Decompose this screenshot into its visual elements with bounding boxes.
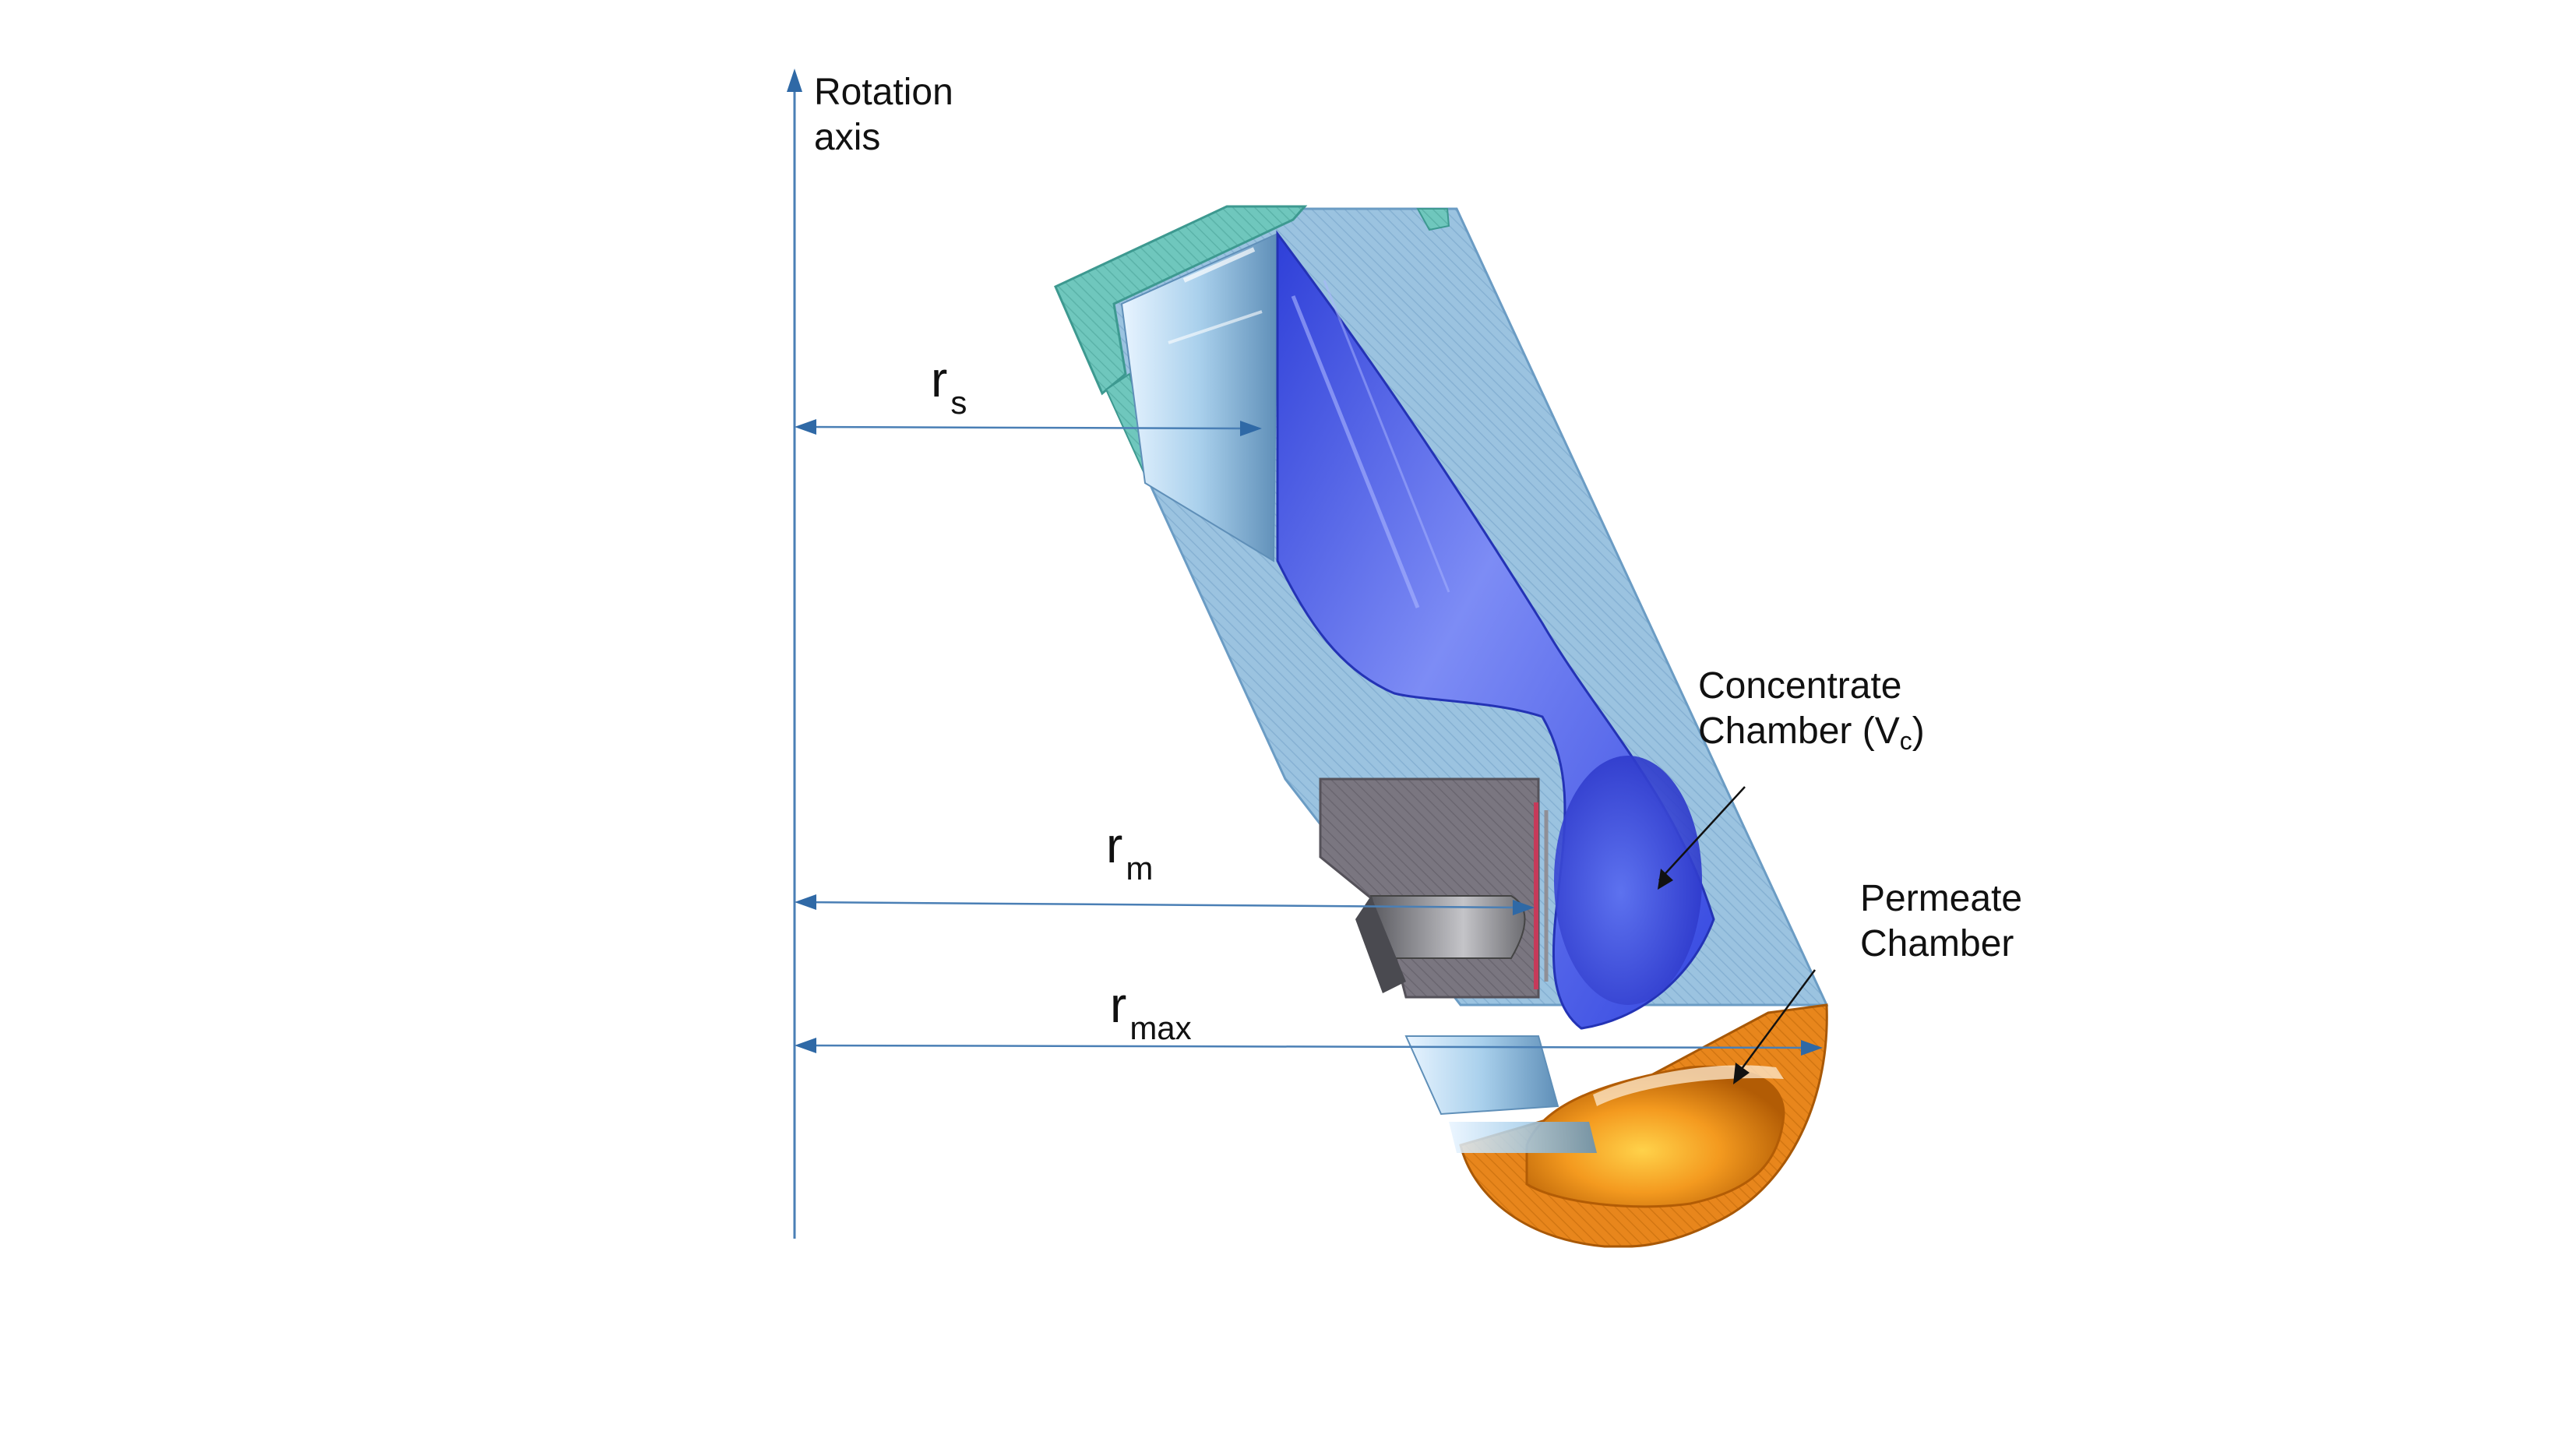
concentrate-label-line1: Concentrate xyxy=(1698,665,1902,707)
rmax-label-base: r xyxy=(1110,977,1127,1033)
rotation-axis xyxy=(787,69,802,1239)
double-arrow-icon xyxy=(1240,421,1262,436)
double-arrow-icon xyxy=(795,419,816,435)
concentrate-label-suffix: ) xyxy=(1912,710,1925,752)
concentrate-chamber xyxy=(1276,230,1715,1030)
rm-label-base: r xyxy=(1106,817,1123,873)
rs-label: rs xyxy=(931,351,967,421)
arrow-up-icon xyxy=(787,69,802,92)
permeate-label-line1: Permeate xyxy=(1860,878,2023,919)
dimension-rm xyxy=(795,894,1535,915)
concentrate-chamber-label: Concentrate Chamber (Vc) xyxy=(1698,664,1925,757)
double-arrow-icon xyxy=(1801,1040,1823,1056)
rs-label-base: r xyxy=(931,351,948,407)
rotation-axis-label-line1: Rotation xyxy=(814,72,953,113)
rmax-label: rmax xyxy=(1110,977,1192,1046)
permeate-pointer xyxy=(1733,969,1817,1084)
rs-label-sub: s xyxy=(950,384,967,421)
concentrate-pointer xyxy=(1658,786,1746,890)
double-arrow-icon xyxy=(795,1038,816,1053)
double-arrow-icon xyxy=(1513,900,1535,915)
rm-label-sub: m xyxy=(1126,850,1154,887)
concentrate-label-line2: Chamber (Vc) xyxy=(1698,709,1925,757)
membrane-fitting xyxy=(1319,777,1549,999)
rotation-axis-label: Rotation axis xyxy=(814,70,953,160)
arrow-pointer-icon xyxy=(1733,1063,1750,1084)
concentrate-label-sub: c xyxy=(1899,727,1912,755)
rm-label: rm xyxy=(1106,817,1153,887)
dimension-rs xyxy=(795,419,1262,436)
dimension-rmax xyxy=(795,1038,1823,1056)
arrow-pointer-icon xyxy=(1658,869,1673,890)
fitting-seal xyxy=(1404,1035,1559,1116)
rmax-label-sub: max xyxy=(1129,1010,1192,1046)
inlet-bore xyxy=(1120,232,1279,562)
permeate-chamber-label: Permeate Chamber xyxy=(1860,876,2022,967)
double-arrow-icon xyxy=(795,894,816,910)
concentrate-label-prefix: Chamber (V xyxy=(1698,710,1900,752)
permeate-label-line2: Chamber xyxy=(1860,923,2014,964)
rotation-axis-label-line2: axis xyxy=(814,117,881,158)
